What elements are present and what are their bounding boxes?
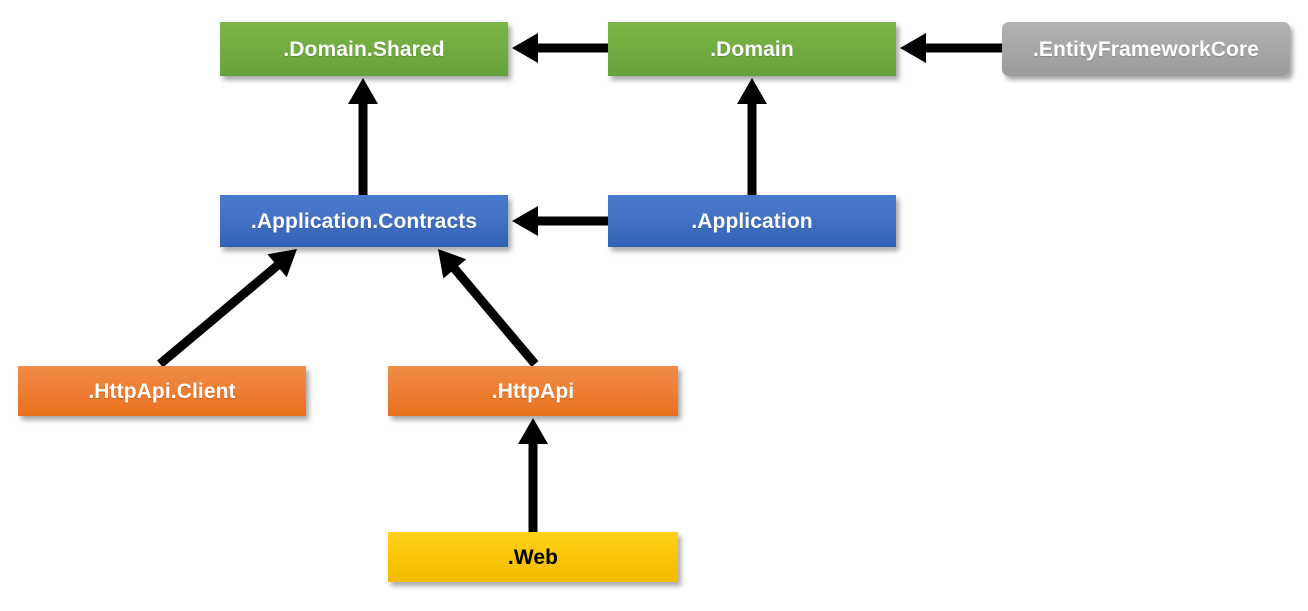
node-entity-framework-core[interactable]: .EntityFrameworkCore [1002, 22, 1290, 76]
arrow-efcore-to-domain [900, 33, 1002, 63]
arrow-head [737, 78, 767, 104]
node-label-domain-shared: .Domain.Shared [283, 37, 445, 61]
node-application-contracts[interactable]: .Application.Contracts [220, 195, 508, 247]
node-httpapi-client[interactable]: .HttpApi.Client [18, 366, 306, 416]
node-label-application-contracts: .Application.Contracts [250, 209, 478, 233]
arrow-application-to-application-contracts [512, 206, 608, 236]
node-label-domain: .Domain [710, 37, 794, 61]
arrow-head [512, 206, 538, 236]
node-label-entity-framework-core: .EntityFrameworkCore [1032, 37, 1260, 61]
arrow-web-to-httpapi [518, 418, 548, 532]
arrow-head [438, 249, 467, 279]
node-label-httpapi-client: .HttpApi.Client [88, 379, 236, 403]
arrow-head [267, 249, 297, 278]
node-domain[interactable]: .Domain [608, 22, 896, 76]
arrow-application-contracts-to-domain-shared [348, 78, 378, 195]
arrow-head [348, 78, 378, 104]
node-web[interactable]: .Web [388, 532, 678, 582]
arrow-head [900, 33, 926, 63]
arrow-head [512, 33, 538, 63]
node-httpapi[interactable]: .HttpApi [388, 366, 678, 416]
node-label-httpapi: .HttpApi [491, 379, 575, 403]
arrow-shaft [449, 263, 539, 367]
arrow-domain-to-domain-shared [512, 33, 608, 63]
arrow-head [518, 418, 548, 444]
node-application[interactable]: .Application [608, 195, 896, 247]
node-label-web: .Web [507, 545, 559, 569]
arrow-application-to-domain [737, 78, 767, 195]
node-domain-shared[interactable]: .Domain.Shared [220, 22, 508, 76]
arrow-httpapi-client-to-application-contracts [157, 249, 297, 368]
arrow-shaft [157, 260, 283, 368]
arrow-httpapi-to-application-contracts [438, 249, 539, 367]
node-label-application: .Application [691, 209, 813, 233]
